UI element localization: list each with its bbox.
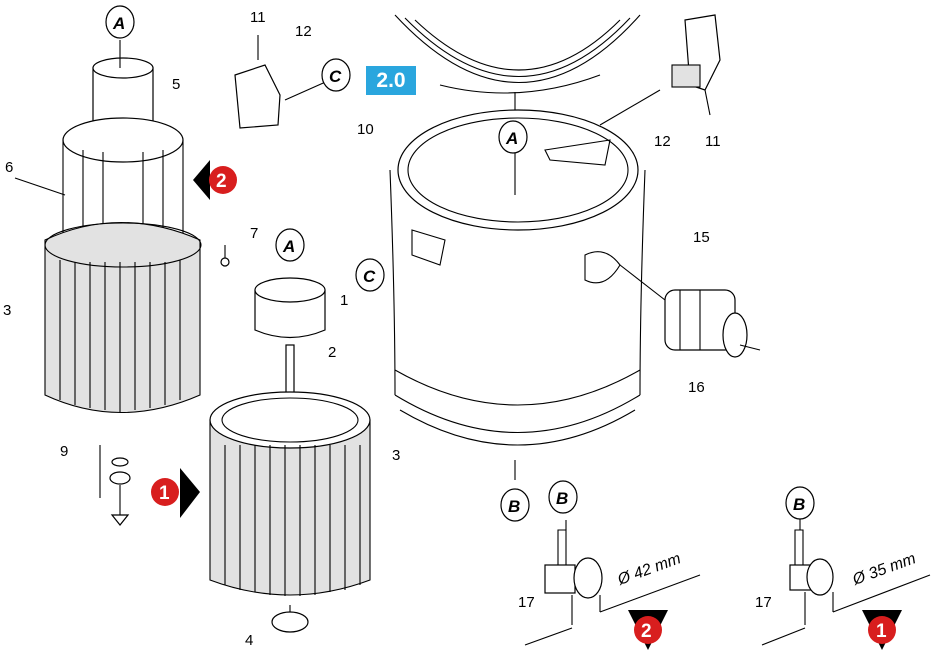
part-label-17-right: 17 xyxy=(755,594,772,611)
filter-cartridge-lower xyxy=(209,277,371,633)
letter-b-wheel42: B xyxy=(556,489,568,508)
callout-letters: A A A C C B B B xyxy=(105,5,815,522)
latch-clip-right xyxy=(599,14,721,126)
letter-a-mid: A xyxy=(282,237,295,256)
variant-marker-1-bottom: 1 xyxy=(862,610,902,650)
variant-marker-1-left: 1 xyxy=(151,468,200,518)
caster-wheel-42 xyxy=(524,520,701,646)
filter-basket-assembly xyxy=(44,40,202,413)
svg-text:1: 1 xyxy=(159,483,170,504)
latch-clip-left xyxy=(234,35,331,129)
lid-outline xyxy=(394,14,641,120)
part-label-10: 10 xyxy=(357,121,374,138)
letter-c-mid: C xyxy=(363,267,376,286)
part-number-labels: 5 6 7 3 9 1 2 3 4 11 12 10 12 11 15 16 1… xyxy=(3,9,772,649)
variant-marker-2-top: 2 xyxy=(193,160,237,200)
svg-text:1: 1 xyxy=(876,621,887,642)
dimension-42mm: Ø 42 mm xyxy=(615,550,684,589)
tank-body xyxy=(389,109,646,480)
part-label-12-left: 12 xyxy=(295,23,312,40)
version-badge: 2.0 xyxy=(366,66,416,95)
part-label-6: 6 xyxy=(5,159,13,176)
letter-a-top: A xyxy=(112,14,125,33)
part-label-11-right: 11 xyxy=(705,133,721,150)
letter-c-top: C xyxy=(329,67,342,86)
screw-washer-set xyxy=(99,245,230,526)
part-label-1: 1 xyxy=(340,292,348,309)
letter-b-tank: B xyxy=(508,497,520,516)
variant-marker-2-bottom: 2 xyxy=(628,610,668,650)
letter-b-wheel35: B xyxy=(793,495,805,514)
part-label-17-left: 17 xyxy=(518,594,535,611)
letter-a-right: A xyxy=(505,129,518,148)
hose-connector xyxy=(619,264,761,358)
part-label-11-left: 11 xyxy=(250,9,266,26)
part-label-4: 4 xyxy=(245,632,253,649)
caster-wheel-35 xyxy=(761,518,931,646)
part-label-15: 15 xyxy=(693,229,710,246)
part-label-2: 2 xyxy=(328,344,336,361)
part-label-16: 16 xyxy=(688,379,705,396)
svg-text:2: 2 xyxy=(641,621,652,642)
part-label-5: 5 xyxy=(172,76,180,93)
part-label-12-right: 12 xyxy=(654,133,671,150)
part-label-7: 7 xyxy=(250,225,258,242)
part-label-3-right: 3 xyxy=(392,447,400,464)
part-label-3-left: 3 xyxy=(3,302,11,319)
part-label-9: 9 xyxy=(60,443,68,460)
svg-text:2: 2 xyxy=(216,171,227,192)
